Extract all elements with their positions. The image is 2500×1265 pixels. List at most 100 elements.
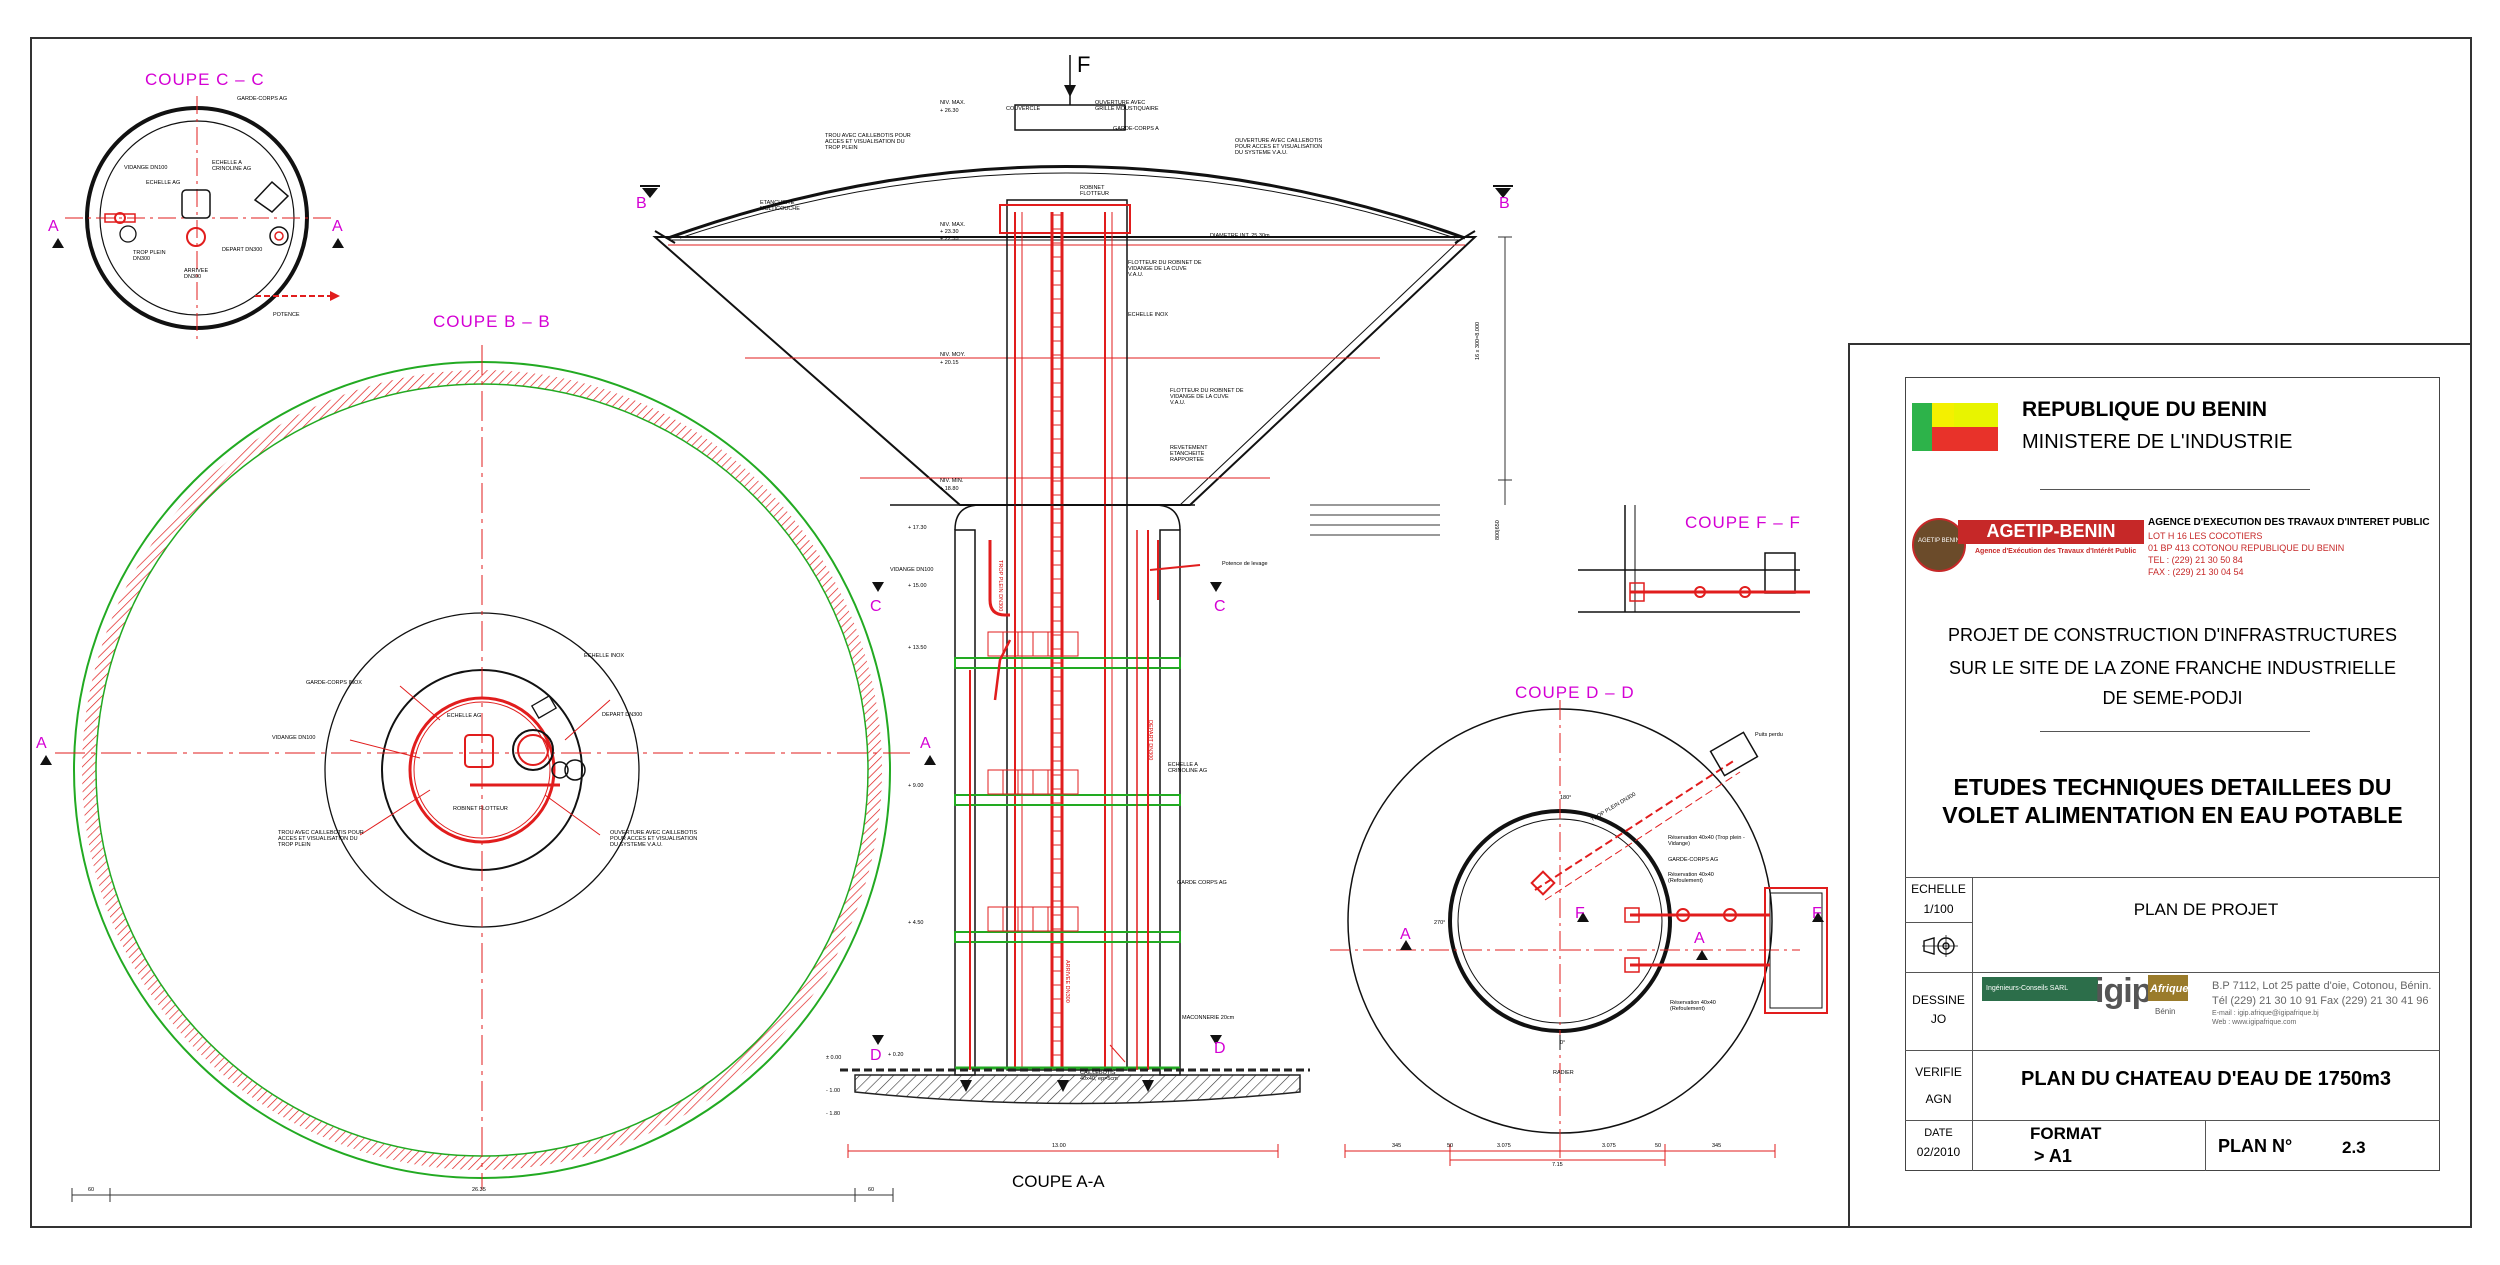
cut-letter-a: A <box>48 218 59 235</box>
section-cut-markers <box>40 238 1824 1045</box>
dim-dd-f: 345 <box>1712 1143 1722 1149</box>
note-cc-potence: POTENCE <box>273 312 300 318</box>
note-bb-robinet: ROBINET FLOTTEUR <box>453 806 508 812</box>
project-line: PROJET DE CONSTRUCTION D'INFRASTRUCTURES <box>1947 625 2398 645</box>
level-value: + 22.55 <box>940 236 959 242</box>
agetip-tel: TEL : (229) 21 30 50 84 <box>2148 555 2243 565</box>
dim-dd-e: 50 <box>1655 1143 1662 1149</box>
igip-email: E-mail : igip.afrique@igipafrique.bj <box>2212 1010 2319 1017</box>
coupe-dd-plan <box>1330 700 1828 1166</box>
ministry-name: MINISTERE DE L'INDUSTRIE <box>2022 431 2293 453</box>
coupe-ff-detail <box>1578 505 1810 613</box>
igip-country: Bénin <box>2155 1007 2176 1016</box>
note-revetement: REVETEMENT ETANCHEITE RAPPORTEE <box>1170 445 1208 463</box>
dessine-label: DESSINE <box>1912 993 1965 1007</box>
note-cc-trop-plein: TROP PLEIN DN300 <box>133 250 166 262</box>
note-echelle-inox: ECHELLE INOX <box>1128 312 1169 318</box>
section-label-aa: COUPE A-A <box>1012 1172 1105 1191</box>
grid-line <box>1905 877 2440 878</box>
date-value: 02/2010 <box>1916 1145 1961 1159</box>
level-note: NIV. MAX. <box>940 222 966 228</box>
level-note: NIV. MAX. <box>940 100 966 106</box>
level-value: + 17.30 <box>908 525 927 531</box>
agetip-seal-text: AGETIP BENIN <box>1918 538 1960 544</box>
note-dd-regard2: Réservation 40x40 (Refoulement) <box>1668 872 1714 884</box>
level-value: ± 0.00 <box>826 1055 842 1061</box>
note-couvercle: COUVERCLE <box>1006 106 1041 112</box>
cut-letter-c: C <box>1214 598 1226 615</box>
note-dd-regard1: Réservation 40x40 (Trop plein - Vidange) <box>1668 835 1745 847</box>
note-ouverture-grille: OUVERTURE AVEC GRILLE MOUSTIQUAIRE <box>1095 100 1159 112</box>
igip-afrique: Afrique <box>2150 983 2189 995</box>
dim-dd-c: 3.075 <box>1497 1143 1511 1149</box>
section-label-cc: COUPE C – C <box>145 70 265 89</box>
projection-symbol-icon <box>1922 935 1958 957</box>
grid-line <box>1972 877 1973 1171</box>
note-robinet: ROBINET FLOTTEUR <box>1080 185 1110 197</box>
dim-aa-total: 13.00 <box>1052 1143 1066 1149</box>
note-dd-garde: GARDE-CORPS AG <box>1668 857 1719 863</box>
note-diametre: DIAMETRE INT. 25.30m <box>1210 233 1270 239</box>
note-garde-corps-ag: GARDE CORPS AG <box>1177 880 1227 886</box>
cut-letter-d: D <box>1214 1040 1226 1057</box>
note-trop-plein: TROP PLEIN DN300 <box>997 560 1003 612</box>
dim-bb-total: 26.35 <box>472 1187 486 1193</box>
note-trou-callebotis: TROU AVEC CAILLEBOTIS POUR ACCES ET VISU… <box>825 133 911 151</box>
note-arrivee: ARRIVEE DN300 <box>1064 960 1070 1003</box>
section-label-bb: COUPE B – B <box>433 312 551 331</box>
igip-logo: igip <box>2095 972 2152 1010</box>
note-dd-angle: 0° <box>1560 1040 1566 1046</box>
coupe-cc-plan <box>65 96 340 340</box>
grid-line <box>1905 1120 2440 1121</box>
level-value: + 13.50 <box>908 645 927 651</box>
note-cc-echelle-ag: ECHELLE AG <box>146 180 181 186</box>
benin-flag-icon <box>1912 403 1954 451</box>
note-garde-corps-a: GARDE-CORPS A <box>1113 126 1159 132</box>
section-label-dd: COUPE D – D <box>1515 683 1635 702</box>
level-value: - 1.00 <box>826 1088 841 1094</box>
dim-cone-height: 16 x 300=8.000 <box>1475 321 1481 360</box>
note-bb-echelle-ag: ECHELLE AG <box>447 713 482 719</box>
note-ouverture-vaul: OUVERTURE AVEC CAILLEBOTIS POUR ACCES ET… <box>1235 138 1323 156</box>
echelle-value: 1/100 <box>1923 902 1954 916</box>
note-bb-echelle: ECHELLE INOX <box>584 653 625 659</box>
cut-letter-a: A <box>1400 926 1411 943</box>
note-bb-garde-corps: GARDE-CORPS INOX <box>306 680 362 686</box>
note-flotteur-2: FLOTTEUR DU ROBINET DE VIDANGE DE LA CUV… <box>1170 388 1244 406</box>
dim-dd-b: 50 <box>1447 1143 1454 1149</box>
level-value: + 20.15 <box>940 360 959 366</box>
note-dd-radier: RADIER <box>1553 1070 1574 1076</box>
level-note: NIV. MIN. <box>940 478 964 484</box>
note-dd-angle: 180° <box>1560 795 1572 801</box>
note-flotteur-1: FLOTTEUR DU ROBINET DE VIDANGE DE LA CUV… <box>1128 260 1202 278</box>
format-label: FORMAT <box>2030 1124 2102 1143</box>
section-label-ff: COUPE F – F <box>1685 513 1801 532</box>
note-bb-trou: TROU AVEC CAILLEBOTIS POUR ACCES ET VISU… <box>278 830 364 848</box>
level-value: + 9.00 <box>908 783 924 789</box>
dim-dd-d: 3.075 <box>1602 1143 1616 1149</box>
note-dd-angle: 270° <box>1434 920 1446 926</box>
note-cc-garde-corps: GARDE-CORPS AG <box>237 96 288 102</box>
coupe-bb-plan <box>55 345 910 1202</box>
level-value: - 1.80 <box>826 1111 841 1117</box>
logo-block-icon <box>1954 403 1998 451</box>
igip-subtitle: Ingénieurs-Conseils SARL <box>1986 985 2069 992</box>
cut-letter-b: B <box>636 195 647 212</box>
igip-afrique-badge <box>2148 975 2188 1001</box>
cut-letter-c: C <box>870 598 882 615</box>
agetip-banner <box>1958 520 2144 544</box>
title-block-frame <box>1848 343 2472 1228</box>
country-name: REPUBLIQUE DU BENIN <box>2022 398 2268 421</box>
format-value: > A1 <box>2034 1146 2072 1166</box>
level-value: + 26.30 <box>940 108 959 114</box>
note-caillebotis: CAILLEBOTIS 40x40, ep=5cm <box>1080 1070 1118 1082</box>
agetip-fax: FAX : (229) 21 30 04 54 <box>2148 567 2244 577</box>
note-cc-arrivee: ARRIVEE DN300 <box>184 268 209 280</box>
note-cc-echelle: ECHELLE A CRINOLINE AG <box>212 160 252 172</box>
note-dd-regard3: Réservation 40x40 (Refoulement) <box>1670 1000 1716 1012</box>
echelle-label: ECHELLE <box>1911 882 1966 896</box>
agetip-seal-icon <box>1912 518 1966 572</box>
igip-web: Web : www.igipafrique.com <box>2212 1019 2297 1026</box>
note-vidange: VIDANGE DN100 <box>890 567 934 573</box>
